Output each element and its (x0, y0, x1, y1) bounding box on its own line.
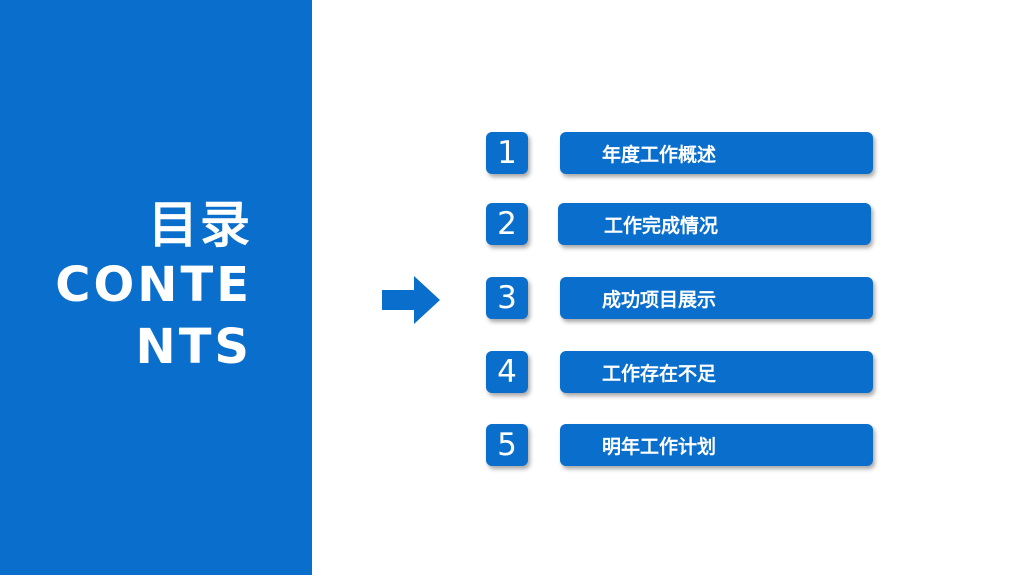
menu-item-5-button[interactable]: 明年工作计划 (560, 424, 873, 466)
menu-item-5-number[interactable]: 5 (486, 424, 528, 466)
menu-item-1-button[interactable]: 年度工作概述 (560, 132, 873, 174)
menu-item-4-number[interactable]: 4 (486, 351, 528, 393)
left-panel: 目录 CONTE NTS (0, 0, 312, 575)
title-english-line1: CONTE (55, 257, 252, 313)
menu-item-4-button[interactable]: 工作存在不足 (560, 351, 873, 393)
menu-item-1-number[interactable]: 1 (486, 132, 528, 174)
menu-item-2-button[interactable]: 工作完成情况 (558, 203, 871, 245)
menu-item-3-number[interactable]: 3 (486, 277, 528, 319)
title-english-line2: NTS (135, 319, 252, 375)
menu-item-2-number[interactable]: 2 (486, 203, 528, 245)
title-chinese: 目录 (148, 196, 252, 254)
contents-title: 目录 CONTE NTS (55, 196, 252, 378)
right-arrow-icon (382, 276, 440, 324)
menu-item-3-button[interactable]: 成功项目展示 (560, 277, 873, 319)
